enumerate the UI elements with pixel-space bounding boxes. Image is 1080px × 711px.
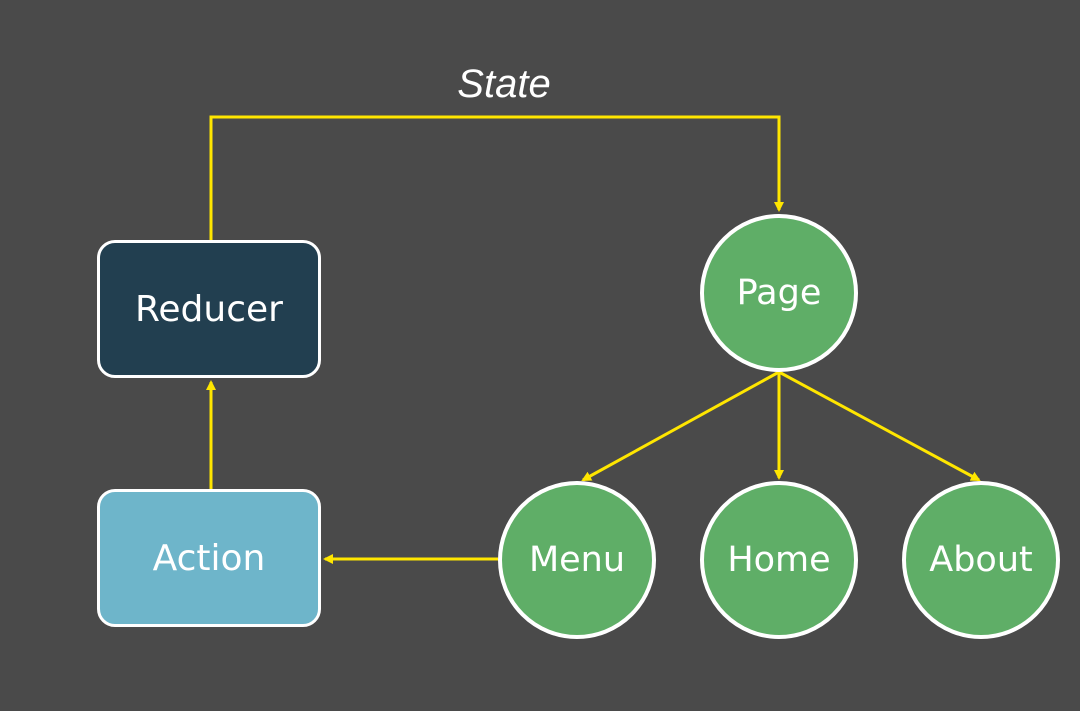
state-edge-label: State	[457, 62, 551, 106]
menu-label: Menu	[528, 540, 626, 580]
home-node: Home	[700, 481, 858, 639]
menu-node: Menu	[498, 481, 656, 639]
edge-page-to-about	[778, 370, 981, 482]
edge-page-to-menu	[581, 370, 780, 482]
about-label: About	[929, 540, 1033, 580]
reducer-node: Reducer	[97, 240, 321, 378]
action-label: Action	[152, 537, 266, 579]
edge-reducer-to-page	[209, 115, 784, 240]
home-label: Home	[727, 540, 831, 580]
about-node: About	[902, 481, 1060, 639]
action-node: Action	[97, 489, 321, 627]
page-node: Page	[700, 214, 858, 372]
page-label: Page	[736, 273, 822, 313]
reducer-label: Reducer	[135, 288, 283, 330]
